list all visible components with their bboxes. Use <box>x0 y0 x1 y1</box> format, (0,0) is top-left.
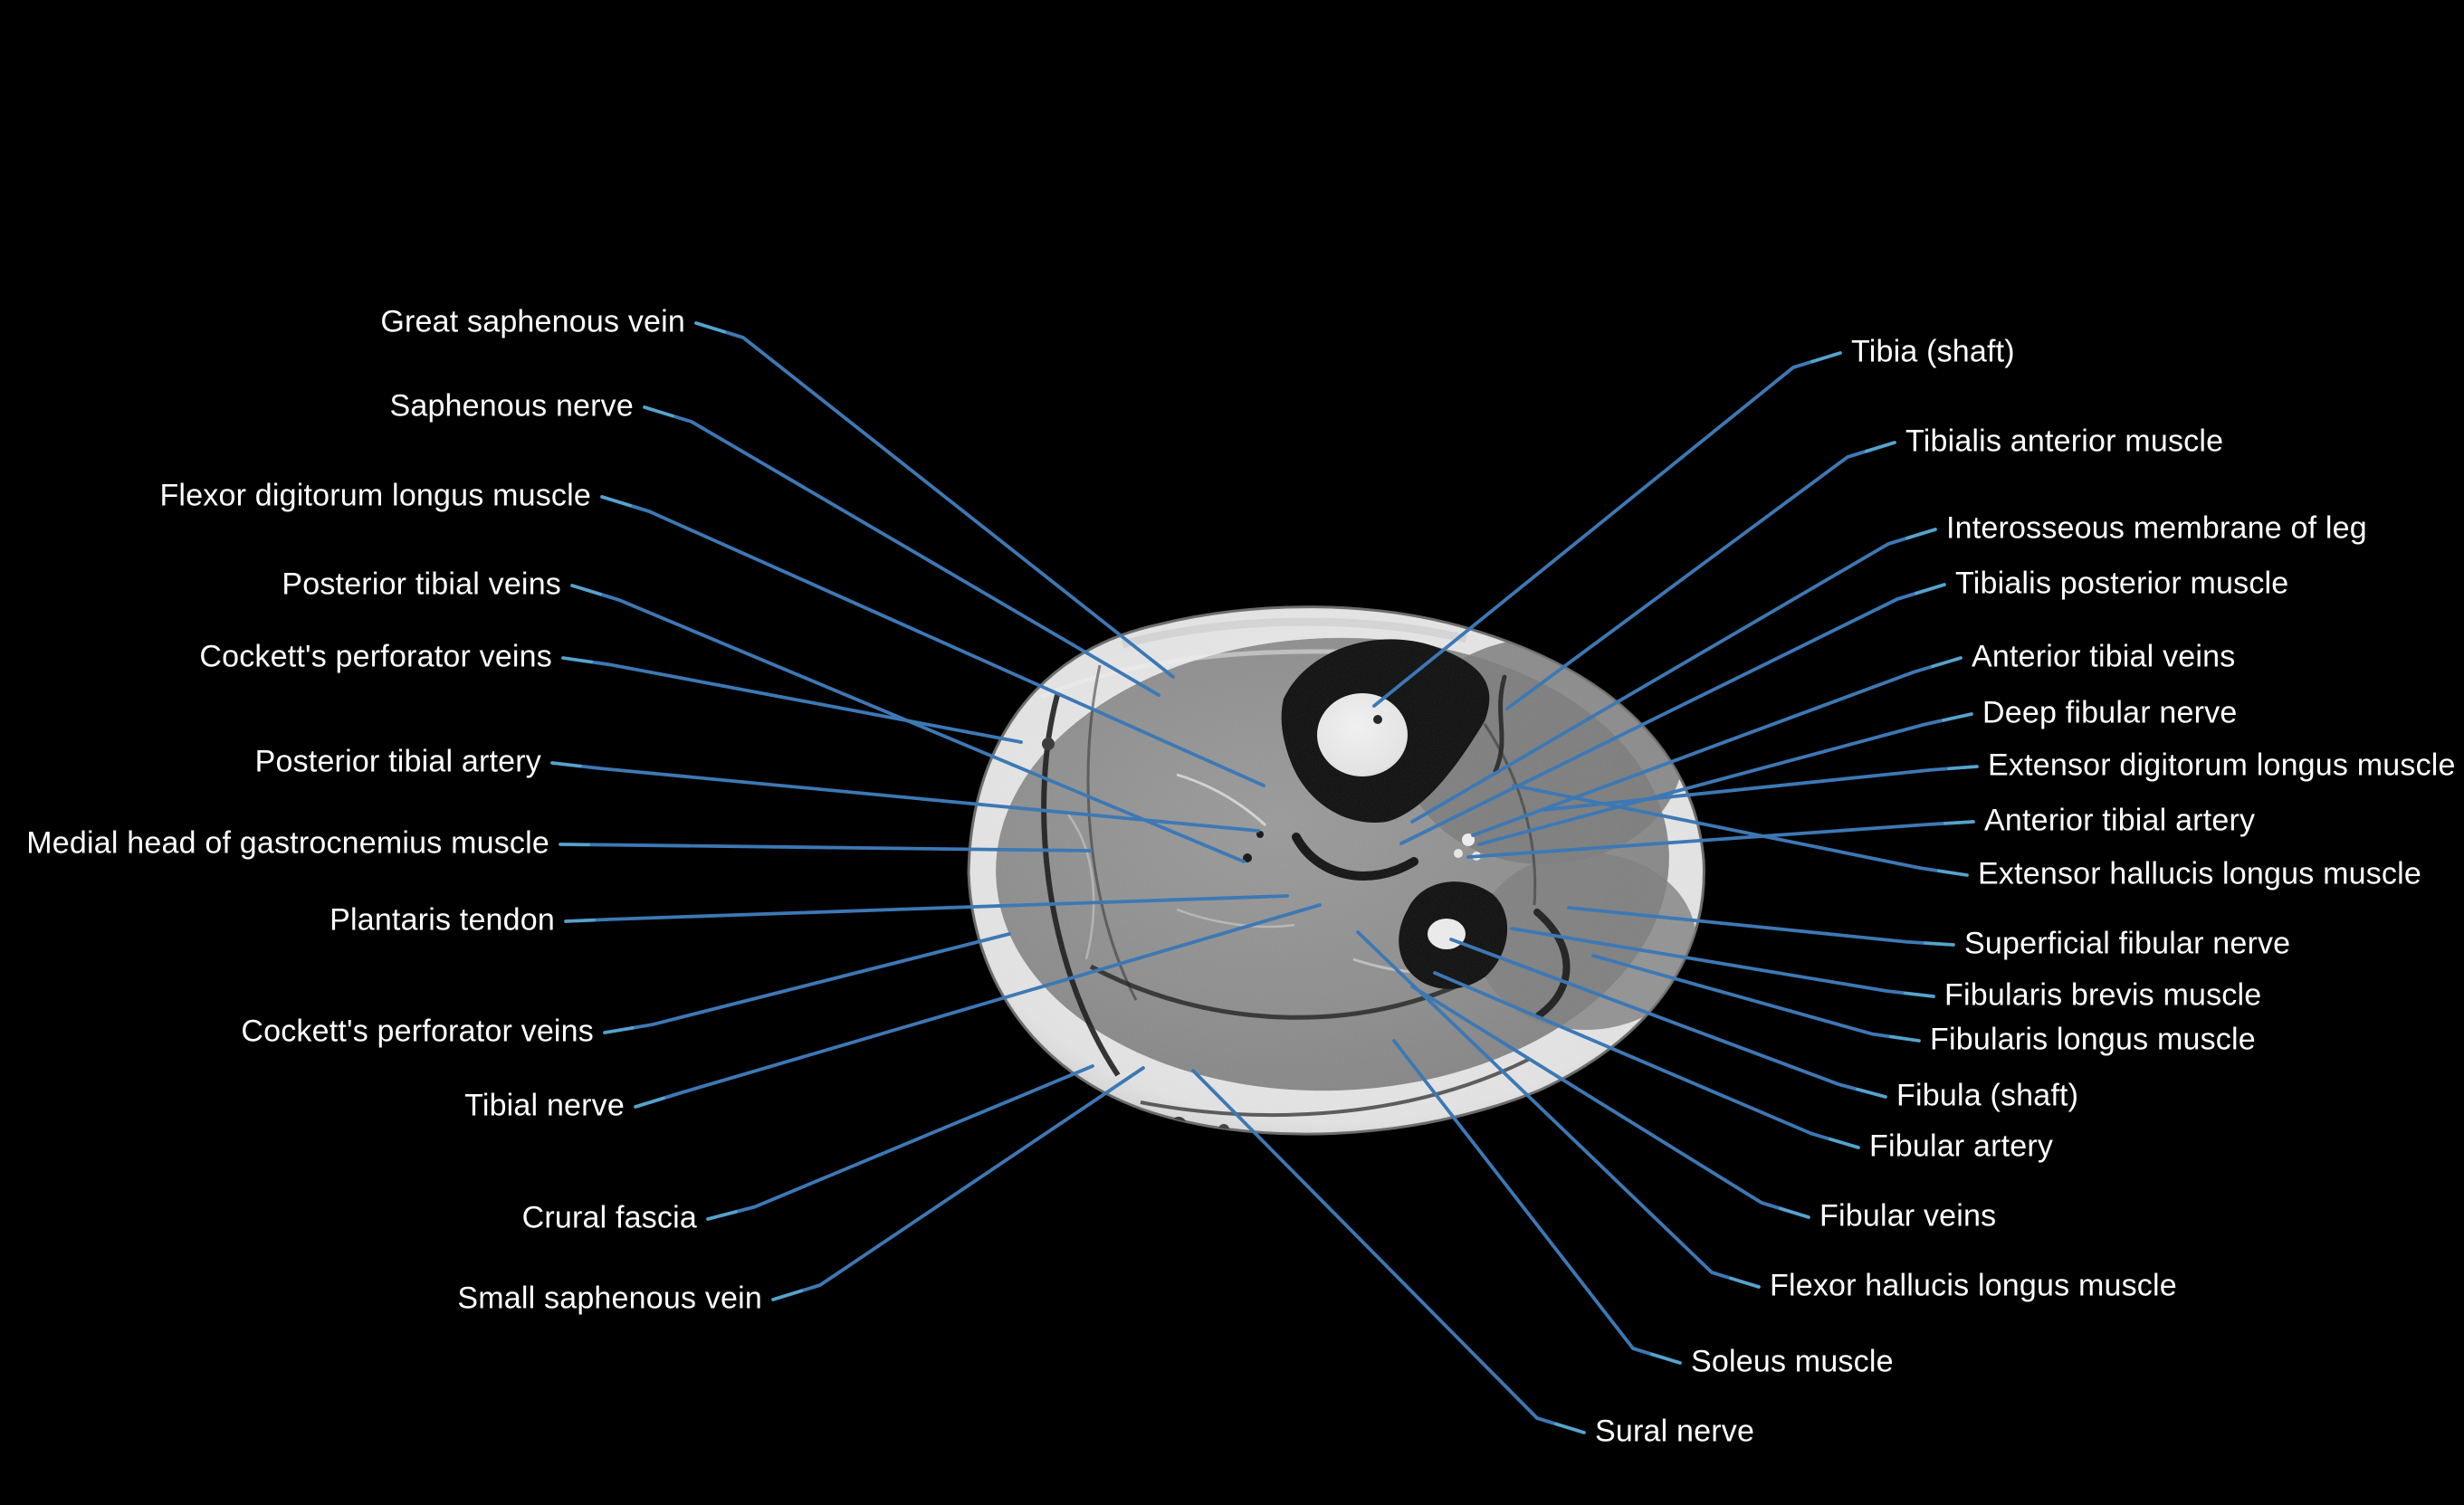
leader-line-tip-saphenous-nerve <box>643 405 674 418</box>
leader-line-tip-cocketts-perforator-veins-upper <box>561 656 593 664</box>
leader-line-tip-fibula-shaft <box>1856 1087 1887 1099</box>
leader-line-small-saphenous-vein <box>771 1066 1145 1301</box>
leader-line-tip-deep-fibular-nerve <box>1942 712 1973 722</box>
leader-line-tip-fibular-veins <box>1779 1206 1810 1219</box>
leader-line-tip-soleus-muscle <box>1650 1352 1682 1365</box>
leader-line-tip-sural-nerve <box>1554 1422 1586 1434</box>
leader-line-tip-extensor-digitorum-longus-muscle <box>1947 765 1979 771</box>
leader-line-tip-flexor-digitorum-longus-muscle <box>600 495 632 508</box>
leader-line-saphenous-nerve <box>643 405 1160 697</box>
leader-line-tip-tibia-shaft <box>1810 351 1842 364</box>
leader-line-tip-crural-fascia <box>706 1210 738 1221</box>
leader-line-tip-interosseous-membrane-of-leg <box>1905 528 1937 540</box>
leader-line-tip-flexor-hallucis-longus-muscle <box>1729 1276 1761 1289</box>
leader-line-tip-fibularis-longus-muscle <box>1889 1034 1921 1043</box>
leader-line-tip-plantaris-tendon <box>564 918 596 923</box>
leader-lines <box>550 321 1979 1434</box>
leader-line-tip-anterior-tibial-veins <box>1931 656 1963 669</box>
rim-vessel <box>1109 1102 1122 1115</box>
leader-line-tip-fibular-artery <box>1829 1138 1860 1149</box>
grain-overlay <box>969 606 1705 1135</box>
leader-line-tip-cocketts-perforator-veins-lower <box>603 1026 635 1034</box>
leader-line-tip-anterior-tibial-artery <box>1944 820 1975 825</box>
leader-line-tip-tibialis-posterior-muscle <box>1915 583 1946 595</box>
leader-line-tip-posterior-tibial-artery <box>550 761 582 768</box>
leader-line-tip-superficial-fibular-nerve <box>1924 941 1955 947</box>
leader-line-tip-posterior-tibial-veins <box>570 584 602 596</box>
leader-line-tip-small-saphenous-vein <box>771 1289 803 1301</box>
leader-line-tip-tibialis-anterior-muscle <box>1865 441 1896 453</box>
leader-line-tip-great-saphenous-vein <box>694 321 726 334</box>
leader-line-tip-extensor-hallucis-longus-muscle <box>1937 869 1969 877</box>
leader-line-tip-fibularis-brevis-muscle <box>1904 991 1935 998</box>
leader-line-great-saphenous-vein <box>694 321 1175 679</box>
mri-cross-section <box>967 605 1705 1136</box>
leader-line-tip-tibial-nerve <box>634 1096 665 1109</box>
leader-line-cocketts-perforator-veins-lower <box>603 932 1011 1034</box>
